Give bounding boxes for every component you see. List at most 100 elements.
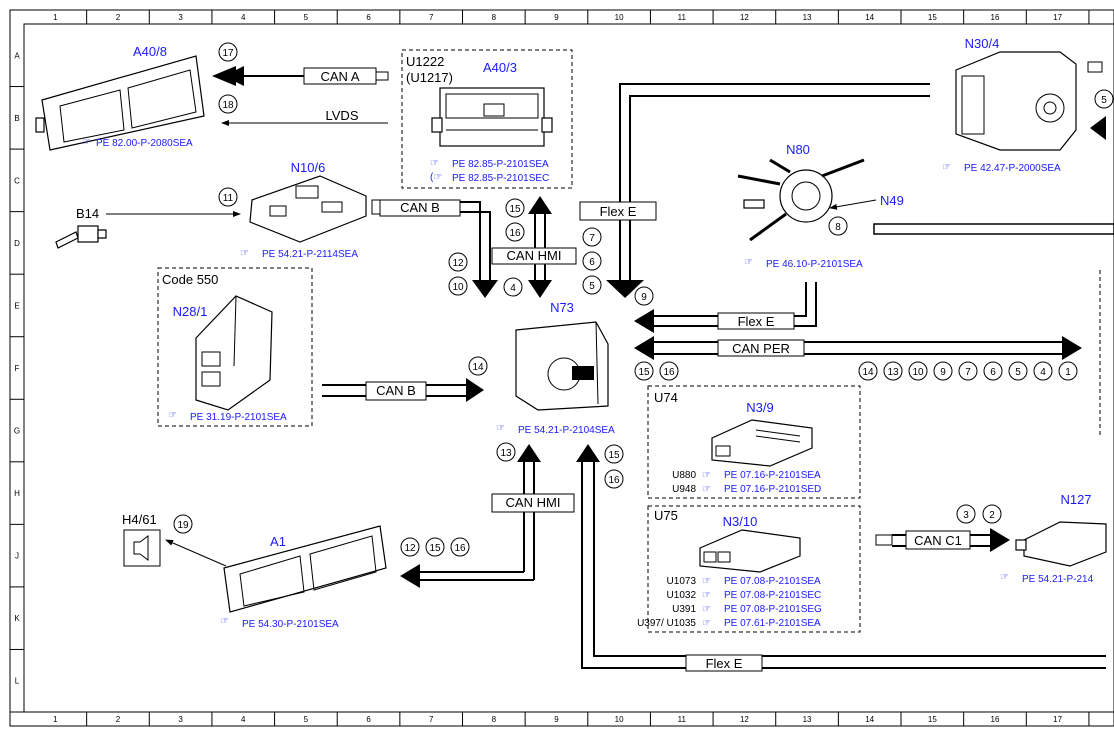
n49-label: N49 — [880, 193, 904, 208]
ref-icon: ☞ — [496, 423, 505, 434]
grid-col-label: 13 — [803, 13, 812, 22]
grid-col-label: 9 — [554, 13, 559, 22]
flex-e-bottom-label: Flex E — [706, 656, 743, 671]
n28-1-unit — [195, 295, 273, 411]
grid-col-label: 10 — [615, 13, 624, 22]
grid-col-label: 4 — [241, 715, 246, 724]
grid-col-label: 11 — [678, 13, 687, 22]
n80-label: N80 — [786, 142, 810, 157]
grid-row-label: H — [14, 489, 20, 498]
callout-7: 7 — [589, 233, 595, 244]
callout-19: 19 — [177, 520, 189, 531]
n3-10-unit — [699, 529, 801, 573]
grid-col-label: 8 — [492, 13, 497, 22]
speaker-icon — [123, 529, 161, 567]
grid-col-label: 6 — [366, 715, 371, 724]
callout-row-item: 7 — [965, 367, 971, 378]
n30-4-label: N30/4 — [965, 36, 1000, 51]
grid-col-label: 6 — [366, 13, 371, 22]
ref-icon: ☞ — [942, 162, 951, 173]
grid-row-label: G — [14, 427, 20, 436]
n3-10-label: N3/10 — [723, 514, 758, 529]
grid-col-label: 16 — [991, 715, 1000, 724]
grid-col-label: 7 — [429, 13, 434, 22]
callout-16-c: 16 — [608, 475, 620, 486]
grid-col-label: 4 — [241, 13, 246, 22]
grid-col-label: 9 — [554, 715, 559, 724]
ref-icon: ☞ — [702, 470, 711, 481]
can-b-mid-label: CAN B — [376, 383, 416, 398]
n30-4-unit — [955, 51, 1103, 151]
n127-ref: PE 54.21-P-214 — [1022, 574, 1094, 585]
callout-15-c: 15 — [608, 450, 620, 461]
callout-row-item: 6 — [990, 367, 996, 378]
callout-row-item: 10 — [912, 367, 924, 378]
n73-ref: PE 54.21-P-2104SEA — [518, 425, 615, 436]
lvds-label: LVDS — [326, 108, 359, 123]
a1-display — [223, 525, 387, 613]
variant-ref: PE 07.08-P-2101SEG — [724, 604, 822, 615]
n80-ref: PE 46.10-P-2101SEA — [766, 259, 863, 270]
callout-13: 13 — [500, 448, 512, 459]
grid-col-label: 10 — [615, 715, 624, 724]
a40-3-ref-1: PE 82.85-P-2101SEA — [452, 159, 549, 170]
grid-col-label: 3 — [178, 715, 183, 724]
u1217-code: (U1217) — [406, 70, 453, 85]
variant-ref: PE 07.08-P-2101SEA — [724, 576, 821, 587]
b14-label: B14 — [76, 206, 99, 221]
grid-row-label: C — [14, 176, 20, 185]
grid-col-label: 12 — [740, 715, 749, 724]
callout-15-b: 15 — [638, 367, 650, 378]
callout-16-a: 16 — [509, 228, 521, 239]
grid-col-label: 15 — [928, 715, 937, 724]
u74-box — [647, 385, 861, 499]
variant-code: U948 — [672, 484, 696, 495]
grid-row-label: F — [15, 364, 20, 373]
variant-code: U397/ U1035 — [637, 618, 696, 629]
callout-16-d: 16 — [454, 543, 466, 554]
can-a-label: CAN A — [320, 69, 359, 84]
ref-icon: ☞ — [1000, 572, 1009, 583]
variant-code: U1073 — [667, 576, 697, 587]
can-c1-label: CAN C1 — [914, 533, 962, 548]
grid-col-label: 17 — [1053, 715, 1062, 724]
ref-icon: ☞ — [702, 604, 711, 615]
grid-col-label: 14 — [865, 13, 874, 22]
grid-col-label: 13 — [803, 715, 812, 724]
a1-label: A1 — [270, 534, 286, 549]
callout-6: 6 — [589, 257, 595, 268]
a40-8-label: A40/8 — [133, 44, 167, 59]
grid-col-label: 16 — [991, 13, 1000, 22]
callout-3: 3 — [963, 510, 969, 521]
callout-9: 9 — [641, 292, 647, 303]
callout-12-b: 12 — [404, 543, 416, 554]
callout-10: 10 — [452, 282, 464, 293]
ref-icon: ☞ — [220, 616, 229, 627]
n73-unit — [515, 321, 609, 411]
n10-6-label: N10/6 — [291, 160, 326, 175]
ref-icon: ☞ — [744, 257, 753, 268]
u1222-box — [401, 49, 573, 189]
n10-6-unit — [249, 175, 367, 243]
n127-label: N127 — [1060, 492, 1091, 507]
callout-11: 11 — [223, 193, 234, 204]
grid-col-label: 17 — [1053, 13, 1062, 22]
grid-row-label: A — [14, 51, 20, 60]
callout-5: 5 — [589, 281, 595, 292]
outer-frame — [9, 9, 1114, 727]
callout-8: 8 — [835, 222, 841, 233]
callout-row-item: 1 — [1065, 367, 1071, 378]
n28-1-label: N28/1 — [173, 304, 208, 319]
a40-3-label: A40/3 — [483, 60, 517, 75]
n10-6-ref: PE 54.21-P-2114SEA — [262, 249, 358, 260]
a40-3-unit — [431, 87, 553, 147]
grid-row-label: B — [14, 114, 19, 123]
grid-row-label: D — [14, 239, 20, 248]
callout-row-item: 9 — [940, 367, 946, 378]
a40-8-display — [35, 55, 205, 151]
b14-sensor — [55, 225, 107, 249]
ref-icon: ☞ — [702, 590, 711, 601]
callout-row-item: 5 — [1015, 367, 1021, 378]
